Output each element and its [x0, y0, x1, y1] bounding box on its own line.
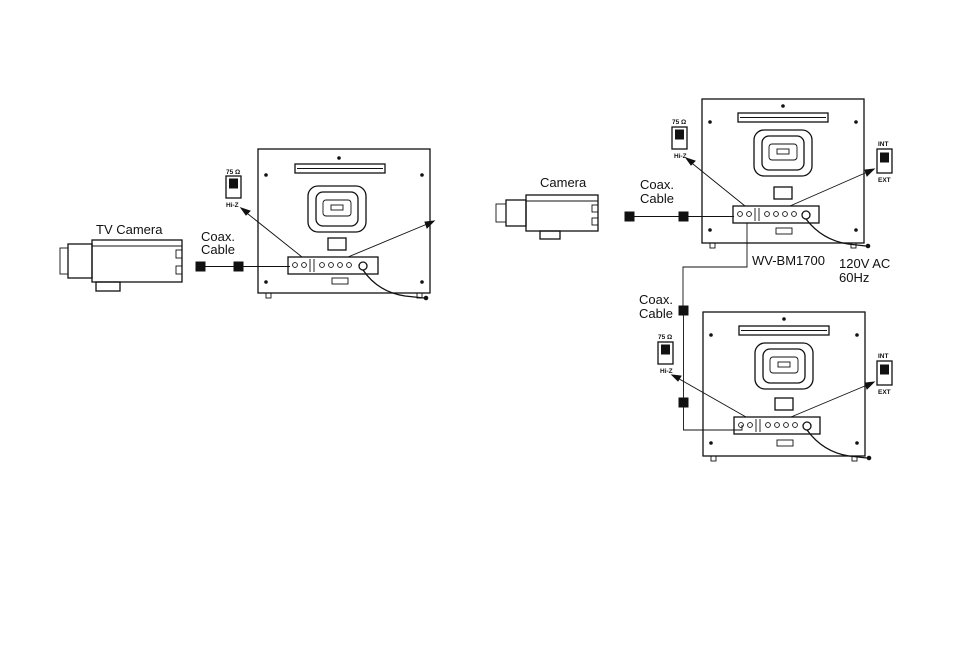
right-cable-label-line2: Cable	[640, 191, 674, 206]
left-switch-bottom-label: Hi-Z	[226, 202, 239, 209]
right-bottom-monitor-rear	[703, 312, 871, 461]
right-lower-cable-line1: Coax.	[639, 292, 673, 307]
right-cable-label-line1: Coax.	[640, 177, 674, 192]
right-camera-label: Camera	[540, 175, 587, 190]
right-camera	[496, 195, 598, 239]
right-bottom-sync-arrowhead	[865, 382, 874, 389]
right-top-sync-top-label: INT	[878, 141, 889, 148]
right-bottom-switch-top-label: 75 Ω	[658, 334, 672, 341]
left-coax-cable	[196, 262, 290, 271]
left-setup: TV Camera Coax. Cable 75 Ω Hi-Z	[60, 149, 434, 300]
right-top-switch-top-label: 75 Ω	[672, 119, 686, 126]
right-bottom-switch-arrowhead	[672, 375, 681, 381]
right-top-switch-bottom-label: Hi-Z	[674, 153, 687, 160]
right-setup: Camera Coax. Cable 75 Ω Hi-Z INT EXT	[496, 99, 892, 461]
right-top-sync-switch	[877, 149, 892, 173]
right-top-monitor-rear	[702, 99, 870, 248]
left-termination-switch	[226, 176, 241, 198]
right-top-switch-arrowhead	[686, 158, 695, 165]
right-top-sync-bottom-label: EXT	[878, 177, 891, 184]
left-switch-arrow	[243, 210, 302, 257]
left-output-arrow	[348, 222, 432, 257]
right-bottom-switch-arrow	[674, 376, 746, 417]
left-tv-camera	[60, 240, 182, 291]
right-coax-cable	[625, 212, 734, 221]
right-top-sync-arrowhead	[865, 169, 874, 176]
left-cable-label-line2: Cable	[201, 242, 235, 257]
right-top-switch-arrow	[688, 160, 745, 206]
left-camera-label: TV Camera	[96, 222, 163, 237]
right-bottom-sync-arrow	[791, 383, 872, 417]
right-bottom-switch-bottom-label: Hi-Z	[660, 368, 673, 375]
right-top-termination-switch	[672, 127, 687, 149]
right-loop-through-cable	[679, 223, 747, 430]
right-power-line2: 60Hz	[839, 270, 869, 285]
right-power-line1: 120V AC	[839, 256, 890, 271]
right-bottom-sync-bottom-label: EXT	[878, 389, 891, 396]
left-monitor-rear	[258, 149, 430, 300]
left-switch-top-label: 75 Ω	[226, 169, 240, 176]
right-bottom-sync-switch	[877, 361, 892, 385]
right-bottom-termination-switch	[658, 342, 673, 364]
right-model-label: WV-BM1700	[752, 253, 825, 268]
right-bottom-sync-top-label: INT	[878, 353, 889, 360]
right-lower-cable-line2: Cable	[639, 306, 673, 321]
